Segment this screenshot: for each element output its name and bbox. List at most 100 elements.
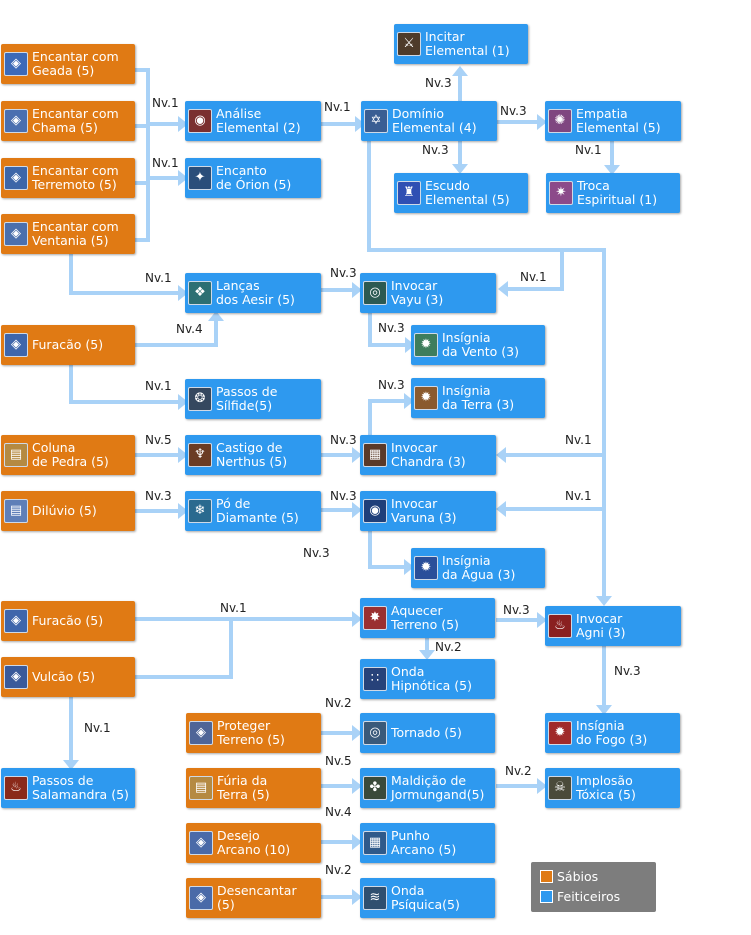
earth-fury-scroll-icon: ▤ [189, 776, 213, 800]
skill-label: Onda Hipnótica (5) [391, 664, 472, 693]
skill-label: Encantar com Geada (5) [32, 49, 119, 78]
skill-node-varuna[interactable]: ◉Invocar Varuna (3) [360, 491, 496, 531]
skill-label: Troca Espiritual (1) [577, 178, 658, 207]
skill-label: Furacão (5) [32, 337, 104, 352]
level-requirement-label: Nv.3 [330, 489, 357, 503]
level-requirement-label: Nv.1 [145, 379, 172, 393]
skill-label: Encantar com Terremoto (5) [32, 163, 119, 192]
arrowhead [178, 170, 188, 186]
skill-node-ins-agua[interactable]: ✹Insígnia da Água (3) [411, 548, 545, 588]
sylph-steps-icon: ❂ [188, 387, 212, 411]
skill-node-tornado[interactable]: ◎Tornado (5) [360, 713, 495, 753]
skill-node-desejo[interactable]: ◈Desejo Arcano (10) [186, 823, 321, 863]
arrowhead [404, 393, 414, 409]
arrowhead [352, 447, 362, 463]
wind-insignia-icon: ✹ [414, 333, 438, 357]
volcano-rune-icon: ◈ [4, 665, 28, 689]
skill-label: Encantar com Ventania (5) [32, 219, 119, 248]
skill-node-punho[interactable]: ▦Punho Arcano (5) [360, 823, 495, 863]
skill-node-implosao[interactable]: ☠Implosão Tóxica (5) [545, 768, 680, 808]
skill-node-castigo[interactable]: ♆Castigo de Nerthus (5) [185, 435, 321, 475]
skill-node-aquecer[interactable]: ✸Aquecer Terreno (5) [360, 598, 495, 638]
arrowhead [352, 502, 362, 518]
connector [135, 321, 218, 347]
arrowhead [63, 760, 79, 770]
jormungand-icon: ✤ [363, 776, 387, 800]
skill-node-coluna[interactable]: ▤Coluna de Pedra (5) [1, 435, 135, 475]
arrowhead [405, 337, 415, 353]
level-requirement-label: Nv.2 [325, 696, 352, 710]
skill-node-dominio[interactable]: ✡Domínio Elemental (4) [361, 101, 497, 141]
arrowhead [537, 778, 547, 794]
skill-node-passos-silfide[interactable]: ❂Passos de Sílfide(5) [185, 379, 321, 419]
level-requirement-label: Nv.1 [152, 96, 179, 110]
arcane-wish-icon: ◈ [189, 831, 213, 855]
arrowhead [496, 501, 506, 517]
skill-node-chama[interactable]: ◈Encantar com Chama (5) [1, 101, 135, 141]
skill-node-ins-fogo[interactable]: ✹Insígnia do Fogo (3) [545, 713, 680, 753]
skill-node-empatia[interactable]: ✺Empatia Elemental (5) [545, 101, 681, 141]
skill-label: Invocar Varuna (3) [391, 496, 457, 525]
skill-node-lancas[interactable]: ❖Lanças dos Aesir (5) [185, 273, 321, 313]
skill-node-passos-salamandra[interactable]: ♨Passos de Salamandra (5) [1, 768, 135, 808]
skill-node-ventania[interactable]: ◈Encantar com Ventania (5) [1, 214, 135, 254]
scroll-icon: ▤ [4, 443, 28, 467]
skill-node-vulcao[interactable]: ◈Vulcão (5) [1, 657, 135, 697]
skill-label: Tornado (5) [391, 725, 462, 740]
arrowhead [352, 725, 362, 741]
skill-node-geada[interactable]: ◈Encantar com Geada (5) [1, 44, 135, 84]
skill-node-analise[interactable]: ◉Análise Elemental (2) [185, 101, 321, 141]
arrowhead [352, 834, 362, 850]
hypnotic-wave-icon: ∷ [363, 667, 387, 691]
skill-node-maldicao[interactable]: ✤Maldição de Jormungand(5) [360, 768, 495, 808]
arrowhead [498, 281, 508, 297]
skill-label: Domínio Elemental (4) [392, 106, 477, 135]
skill-node-ins-terra[interactable]: ✹Insígnia da Terra (3) [411, 378, 545, 418]
earthquake-rune-icon: ◈ [4, 166, 28, 190]
level-requirement-label: Nv.1 [565, 489, 592, 503]
skill-node-ins-vento[interactable]: ✹Insígnia da Vento (3) [411, 325, 545, 365]
arrowhead [352, 778, 362, 794]
skill-node-terremoto[interactable]: ◈Encantar com Terremoto (5) [1, 158, 135, 198]
arrowhead [419, 650, 435, 660]
legend: Sábios Feiticeiros [531, 862, 656, 912]
skill-node-po[interactable]: ❄Pó de Diamante (5) [185, 491, 321, 531]
skill-node-diluvio[interactable]: ▤Dilúvio (5) [1, 491, 135, 531]
level-requirement-label: Nv.5 [145, 433, 172, 447]
skill-node-troca[interactable]: ✷Troca Espiritual (1) [546, 173, 680, 213]
skill-node-agni[interactable]: ♨Invocar Agni (3) [545, 606, 681, 646]
skill-label: Insígnia da Terra (3) [442, 383, 515, 412]
fire-insignia-icon: ✹ [548, 721, 572, 745]
connector [135, 68, 150, 242]
skill-node-onda-hipnotica[interactable]: ∷Onda Hipnótica (5) [360, 659, 495, 699]
skill-node-furacao1[interactable]: ◈Furacão (5) [1, 325, 135, 365]
level-requirement-label: Nv.1 [575, 143, 602, 157]
skill-node-onda-psiquica[interactable]: ≋Onda Psíquica(5) [360, 878, 495, 918]
skill-node-furia[interactable]: ▤Fúria da Terra (5) [186, 768, 321, 808]
connector [69, 364, 178, 404]
level-requirement-label: Nv.3 [500, 104, 527, 118]
skill-label: Pó de Diamante (5) [216, 496, 299, 525]
legend-label: Feiticeiros [557, 889, 621, 904]
psychic-wave-icon: ≋ [363, 886, 387, 910]
skill-node-vayu[interactable]: ◎Invocar Vayu (3) [360, 273, 496, 313]
arrowhead [352, 889, 362, 905]
arrowhead [404, 559, 414, 575]
level-requirement-label: Nv.1 [220, 601, 247, 615]
skill-node-incitar[interactable]: ⚔Incitar Elemental (1) [394, 24, 528, 64]
arcane-fist-icon: ▦ [363, 831, 387, 855]
skill-node-proteger[interactable]: ◈Proteger Terreno (5) [186, 713, 321, 753]
level-requirement-label: Nv.3 [330, 433, 357, 447]
skill-node-encanto[interactable]: ✦Encanto de Órion (5) [185, 158, 321, 198]
skill-node-chandra[interactable]: ▦Invocar Chandra (3) [360, 435, 496, 475]
level-requirement-label: Nv.3 [614, 664, 641, 678]
legend-swatch-blue [540, 890, 553, 903]
skill-node-furacao2[interactable]: ◈Furacão (5) [1, 601, 135, 641]
level-requirement-label: Nv.2 [325, 863, 352, 877]
skill-node-escudo[interactable]: ♜Escudo Elemental (5) [394, 173, 528, 213]
varuna-spirit-icon: ◉ [363, 499, 387, 523]
level-requirement-label: Nv.1 [84, 721, 111, 735]
skill-label: Empatia Elemental (5) [576, 106, 661, 135]
arrowhead [604, 165, 620, 175]
skill-node-desencantar[interactable]: ◈Desencantar (5) [186, 878, 321, 918]
